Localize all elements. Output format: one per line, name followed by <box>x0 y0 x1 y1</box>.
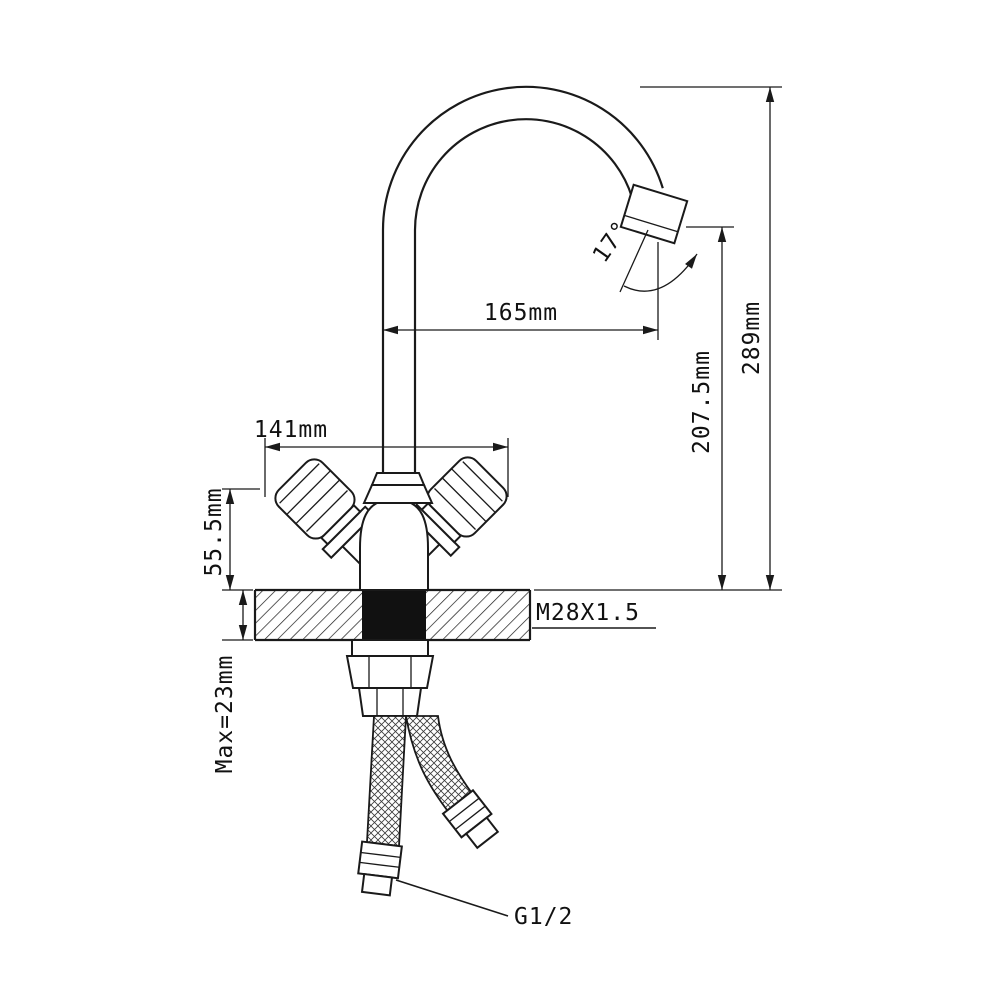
label-outlet-height: 207.5mm <box>689 350 715 454</box>
dimension-handle-span: 141mm <box>254 417 509 497</box>
spout-nozzle <box>619 183 689 245</box>
gooseneck-spout <box>381 85 664 480</box>
countertop-section <box>253 588 532 642</box>
dimension-spout-reach: 165mm <box>383 242 659 340</box>
faucet-body <box>359 500 429 591</box>
hose-fitting-right <box>441 788 500 850</box>
mounting-nut <box>345 655 435 689</box>
label-hose-thread: G1/2 <box>514 904 573 930</box>
threaded-shank <box>362 590 426 640</box>
left-handle <box>274 458 383 567</box>
hose-fitting-left <box>357 840 403 897</box>
countertop-hatch-left <box>255 590 362 640</box>
dimension-outlet-height: 207.5mm <box>686 226 734 590</box>
dimension-body-height: 55.5mm <box>201 487 260 591</box>
dimension-total-height: 289mm <box>534 86 782 591</box>
label-spout-reach: 165mm <box>484 300 558 326</box>
mounting-hardware <box>345 639 435 717</box>
hose-connector <box>357 687 423 717</box>
washer <box>351 639 429 657</box>
label-total-height: 289mm <box>739 301 765 375</box>
label-mount-thread: M28X1.5 <box>536 600 640 626</box>
supply-hoses <box>357 715 500 897</box>
right-handle <box>399 456 508 565</box>
label-body-height: 55.5mm <box>201 487 227 576</box>
countertop-hatch-right <box>426 590 530 640</box>
label-max-deck-thickness: Max=23mm <box>212 655 238 774</box>
braided-hose-left <box>366 715 407 848</box>
label-handle-span: 141mm <box>254 417 328 443</box>
thread-callout: M28X1.5 <box>532 600 656 629</box>
hose-thread-callout: G1/2 <box>395 879 573 930</box>
spout-collar <box>362 472 434 504</box>
dimension-max-deck-thickness: Max=23mm <box>212 590 253 773</box>
